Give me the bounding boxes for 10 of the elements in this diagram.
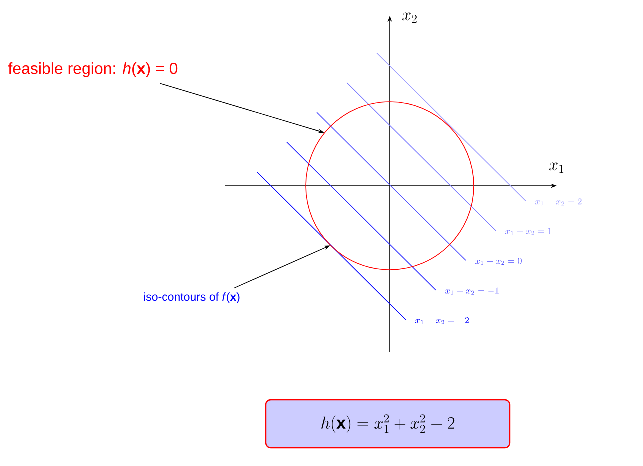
contour-label: $x_1 + x_2 = -1$ xyxy=(445,288,499,295)
constraint-circle xyxy=(306,102,474,270)
contour-label: $x_1 + x_2 = -2$ xyxy=(415,317,469,324)
callout-label: iso-contours of f(x) xyxy=(144,292,240,304)
formula-box: $h(\mathbf{x}) = x_1^2 + x_2^2 - 2$ xyxy=(265,399,511,449)
contour-label: $x_1 + x_2 = 2$ xyxy=(535,198,582,206)
axis-label: $x_2$ xyxy=(402,12,417,23)
axis-label: $x_1$ xyxy=(550,162,564,173)
callout-label: feasible region: h(x) = 0 xyxy=(8,62,178,78)
contour-label: $x_1 + x_2 = 1$ xyxy=(505,228,552,236)
